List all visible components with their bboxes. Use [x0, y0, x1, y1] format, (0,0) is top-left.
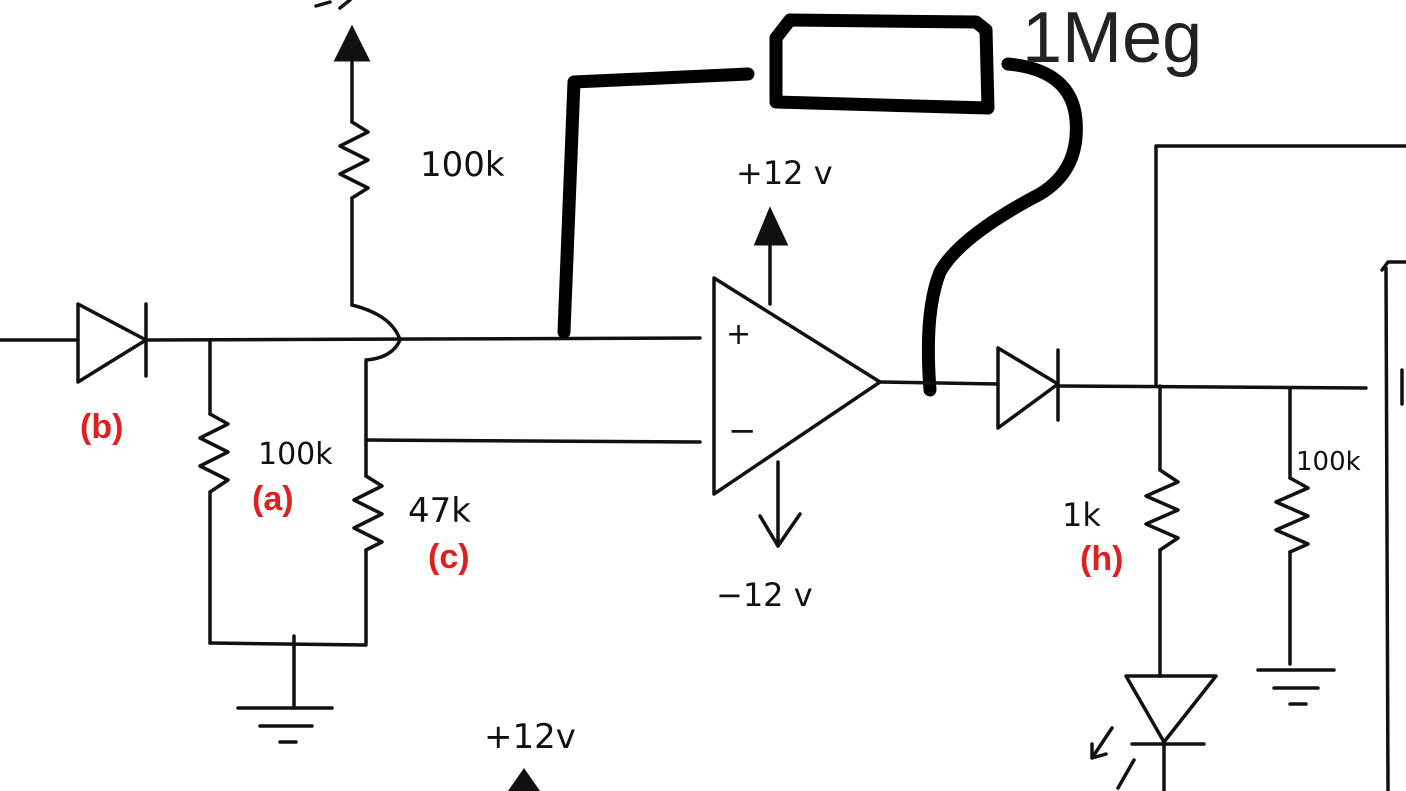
divider-resistor-tag: (c)	[428, 538, 470, 576]
left-ground	[208, 634, 368, 744]
output-diode	[996, 346, 1060, 430]
led-resistor	[1144, 384, 1180, 678]
wire-crossover-hop	[350, 303, 402, 442]
input-diode-tag: (b)	[80, 408, 123, 446]
noninverting-input-wire	[144, 336, 702, 342]
opamp-output-wire	[878, 380, 1000, 386]
led-resistor-tag: (h)	[1080, 540, 1123, 578]
led-resistor-value: 1k	[1062, 496, 1101, 534]
divider-resistor	[352, 438, 384, 645]
input-shunt-resistor-tag: (a)	[252, 480, 294, 518]
top-resistor	[338, 120, 370, 307]
inverting-input-wire	[364, 438, 702, 444]
input-diode	[76, 302, 148, 384]
top-resistor-value: 100k	[420, 145, 505, 185]
input-shunt-resistor-value: 100k	[258, 437, 333, 472]
input-shunt-resistor	[198, 338, 230, 645]
output-pulldown-resistor-value: 100k	[1296, 447, 1361, 477]
bottom-supply-label: +12v	[484, 717, 576, 757]
output-node-wire	[1056, 384, 1368, 390]
upper-output-wire	[1154, 144, 1406, 388]
feedback-resistor-value: 1Meg	[1022, 0, 1202, 78]
opamp-minus-symbol: −	[728, 411, 757, 451]
output-pulldown-resistor	[1274, 386, 1310, 666]
divider-resistor-value: 47k	[408, 491, 471, 531]
right-edge-wire	[1380, 260, 1406, 791]
led	[1090, 674, 1218, 791]
opamp-plus-symbol: +	[726, 317, 751, 352]
top-supply-arrow	[314, 0, 371, 124]
feedback-loop	[557, 13, 1083, 397]
bottom-supply-arrow	[508, 768, 540, 791]
opamp	[712, 206, 882, 548]
opamp-supply-negative: −12 v	[716, 576, 813, 614]
right-ground	[1256, 668, 1336, 706]
opamp-supply-positive: +12 v	[736, 154, 833, 192]
